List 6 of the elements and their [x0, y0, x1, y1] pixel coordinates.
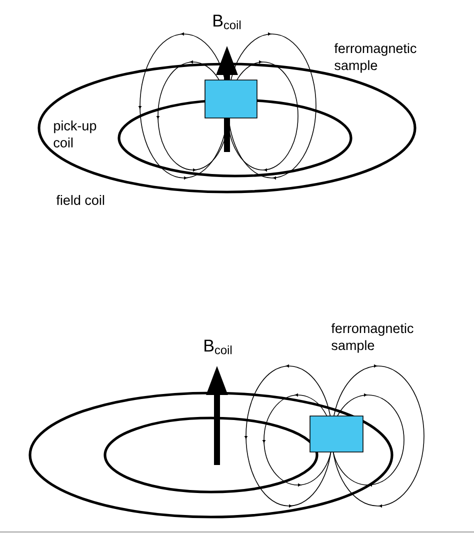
- label: B$_{coil}$: [204, 340, 232, 354]
- label: ferromagnetic sample: [334, 43, 416, 73]
- label: ferromagnetic sample: [331, 323, 414, 353]
- label: B$_{coil}$: [214, 14, 241, 30]
- label: pick-up coil: [54, 120, 96, 148]
- label: field coil: [56, 195, 104, 205]
